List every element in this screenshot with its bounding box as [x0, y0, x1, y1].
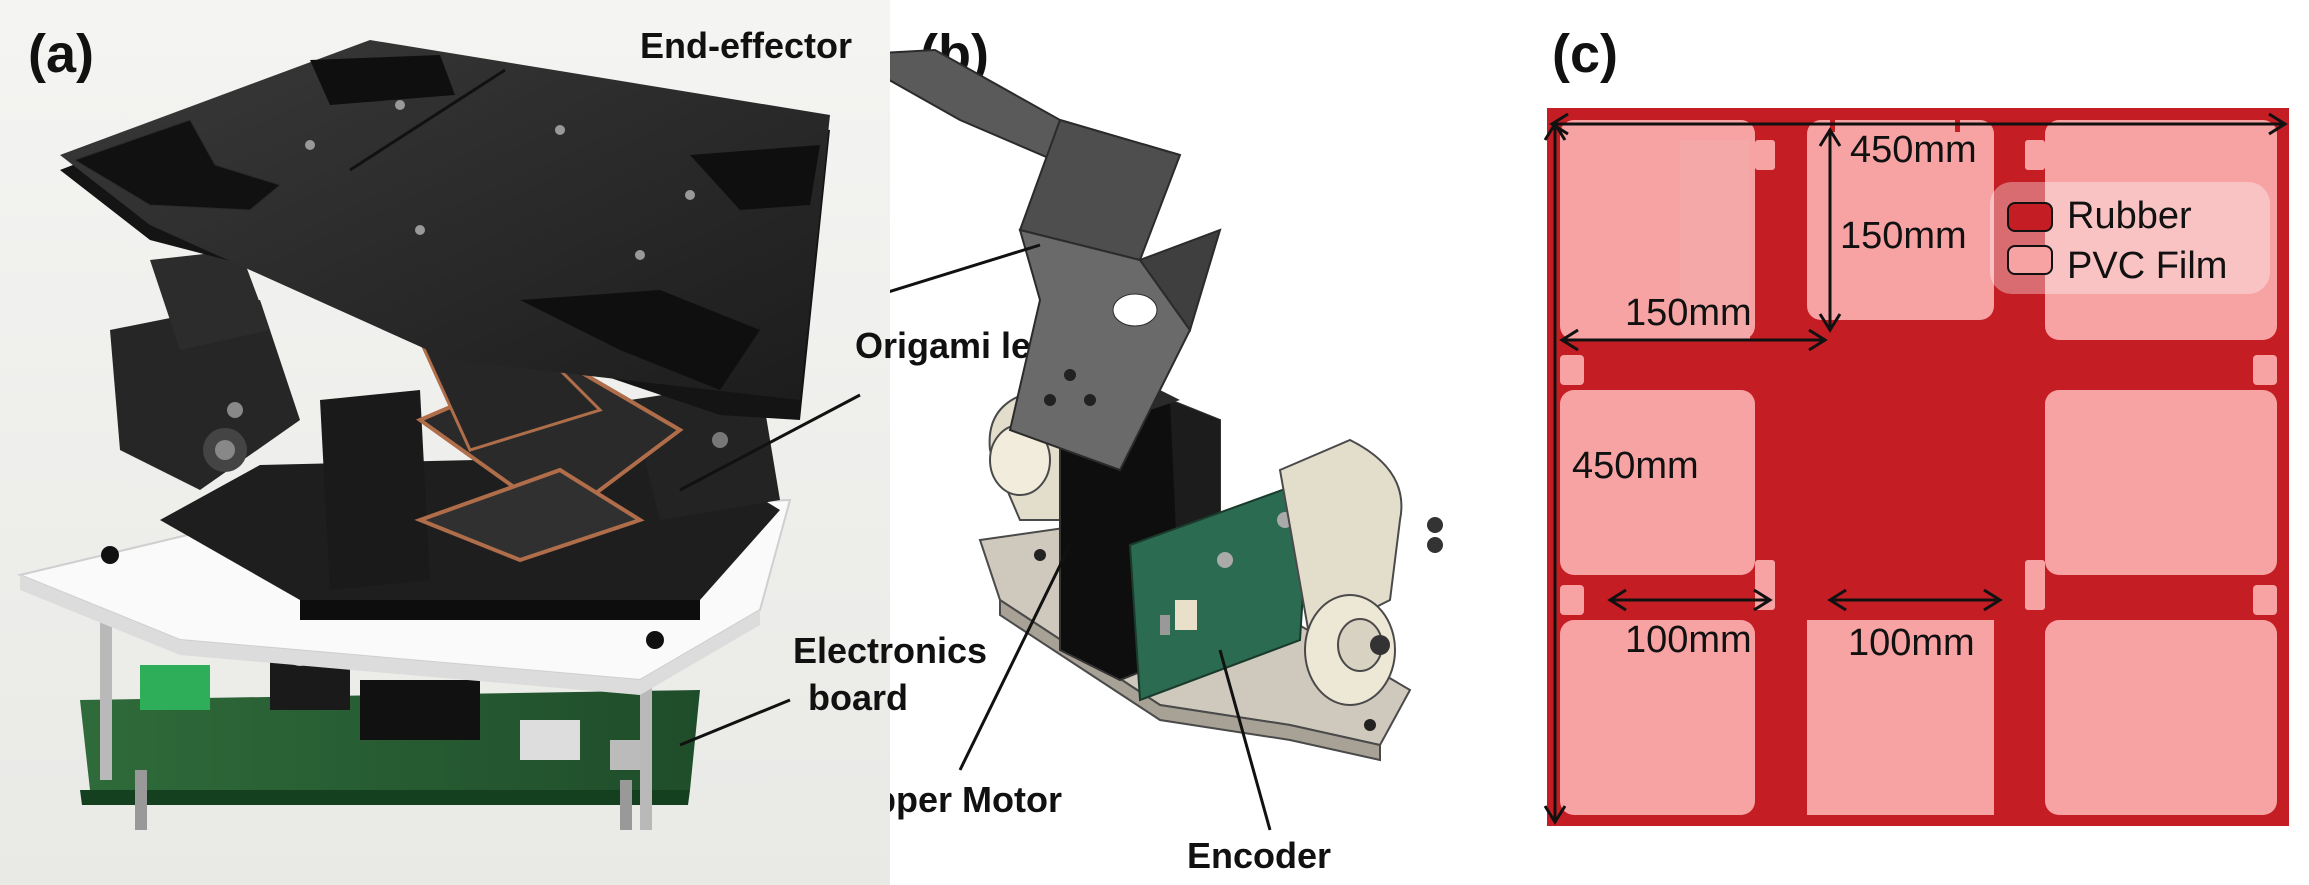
motor-base-assembly — [110, 250, 780, 620]
dimension-arrows — [1543, 112, 2288, 825]
dim-cell-width: 150mm — [1625, 292, 1752, 334]
panel-a-label: (a) — [28, 24, 94, 84]
dim-total-width: 450mm — [1850, 129, 1977, 171]
end-effector-label: End-effector — [640, 25, 852, 66]
panel-c-label: (c) — [1552, 24, 1618, 84]
cad-right-bracket — [1278, 438, 1443, 706]
panel-a-figure: (a) End-effector — [0, 0, 890, 885]
pvc-film-panels — [1560, 112, 2277, 815]
end-effector-plate — [60, 40, 830, 420]
encoder-leader-line — [1218, 649, 1272, 831]
dim-gap-left: 100mm — [1625, 619, 1752, 661]
panel-c-figure: (c) — [1543, 24, 2289, 826]
pvc-notch-details — [1560, 140, 2277, 615]
legend-box — [1990, 182, 2270, 294]
panel-c: (c) — [1530, 0, 2309, 885]
stepper-motor-leader-line-2 — [958, 544, 1072, 771]
panel-b-figure: (b) — [890, 24, 1443, 876]
origami-leg-leader-line — [679, 393, 861, 492]
legend: Rubber PVC Film — [1990, 182, 2270, 294]
origami-leg-leader-line-b — [890, 243, 1041, 293]
legend-label-pvc: PVC Film — [2067, 245, 2227, 287]
legend-label-rubber: Rubber — [2067, 195, 2192, 237]
dim-total-height: 450mm — [1572, 445, 1699, 487]
panel-a: (a) End-effector — [0, 0, 890, 885]
panel-b: (b) — [890, 0, 1530, 885]
stepper-motor-label: Stepper Motor — [890, 779, 1062, 820]
encoder-label: Encoder — [1187, 835, 1331, 876]
dim-gap-right: 100mm — [1848, 622, 1975, 664]
end-effector-leader-line — [349, 68, 506, 172]
electronics-leader-line — [679, 698, 791, 747]
dim-cell-height: 150mm — [1840, 215, 1967, 257]
legend-swatch-pvc — [2007, 245, 2053, 275]
legend-swatch-rubber — [2007, 202, 2053, 232]
cad-origami-leg — [890, 48, 1222, 472]
